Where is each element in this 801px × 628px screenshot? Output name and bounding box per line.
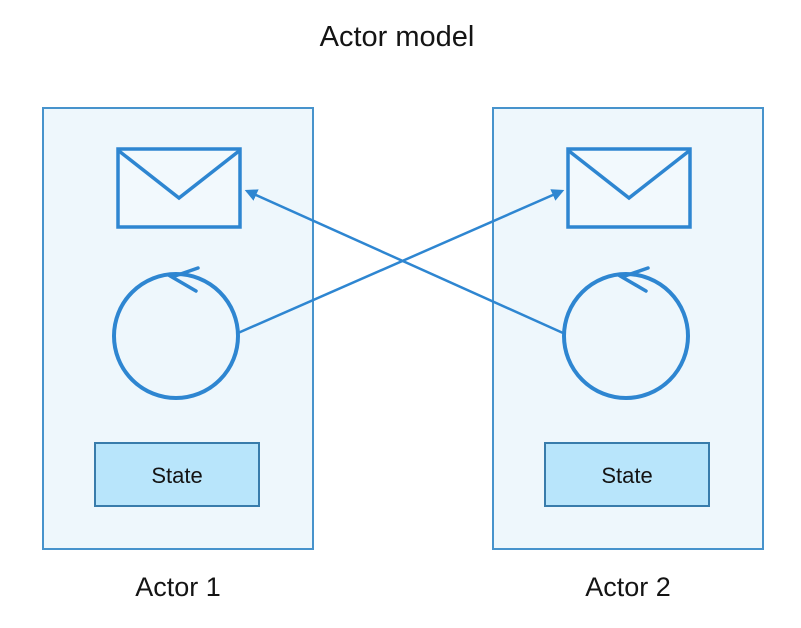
loop-arrow-icon [112,266,240,400]
message-arrows [237,189,565,335]
loop-chevron [617,266,650,293]
actor-2-label: Actor 2 [585,572,671,602]
state-label: State [601,463,652,488]
message-arrow-actor2-to-actor1 [244,189,564,335]
envelope-flap [567,149,691,201]
actor-2-group: State Actor 2 [492,107,764,602]
loop-chevron [167,266,200,293]
loop-arrow-icon [562,266,690,400]
envelope-flap [117,149,241,201]
message-arrow-actor1-to-actor2 [237,189,565,335]
envelope-icon [116,147,242,229]
envelope-body [566,147,692,229]
actor-1-label: Actor 1 [135,572,221,602]
actor-1-group: State Actor 1 [42,107,314,602]
envelope-body [116,147,242,229]
state-box [544,442,710,507]
diagram-title: Actor model [320,21,475,53]
state-box [94,442,260,507]
envelope-icon [566,147,692,229]
state-label: State [151,463,202,488]
